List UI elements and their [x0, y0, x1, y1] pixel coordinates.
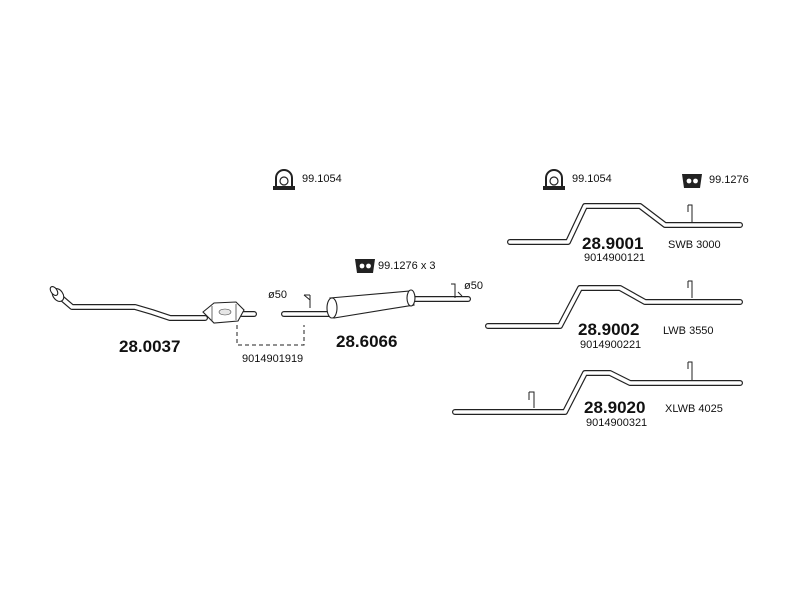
tailpipe-lwb: [485, 280, 743, 329]
tailpipe-xlwb-code: 28.9020: [584, 398, 646, 417]
tailpipe-lwb-code: 28.9002: [578, 320, 640, 339]
diameter-label-left: ø50: [268, 289, 287, 301]
tailpipe-swb-variant: SWB 3000: [668, 239, 721, 251]
tailpipe-lwb-variant: LWB 3550: [663, 325, 714, 337]
diameter-label-right: ø50: [464, 280, 483, 292]
tailpipe-xlwb-oe: 9014900321: [586, 417, 648, 429]
connector-reference: 9014901919: [242, 353, 304, 365]
tailpipe-swb: [507, 203, 743, 245]
rubber-hanger-icon: [355, 259, 375, 273]
clamp-code-top-left: 99.1054: [302, 173, 342, 185]
clamp-icon: [543, 169, 565, 190]
middle-silencer-code: 28.6066: [336, 332, 398, 351]
front-pipe: [49, 286, 257, 324]
tailpipe-swb-code: 28.9001: [582, 234, 644, 253]
clamp-code-top-right: 99.1054: [572, 173, 612, 185]
clamp-icon: [273, 169, 295, 190]
hanger-code-top-right: 99.1276: [709, 174, 749, 186]
hanger-code-middle: 99.1276 x 3: [378, 260, 436, 272]
tailpipe-xlwb: [452, 361, 743, 415]
front-pipe-code: 28.0037: [119, 337, 181, 356]
tailpipe-xlwb-variant: XLWB 4025: [665, 403, 723, 415]
rubber-hanger-icon: [682, 174, 702, 188]
middle-silencer: [281, 283, 471, 319]
tailpipe-lwb-oe: 9014900221: [580, 339, 642, 351]
tailpipe-swb-oe: 9014900121: [584, 252, 646, 264]
connector-dashed-line: [236, 325, 305, 346]
